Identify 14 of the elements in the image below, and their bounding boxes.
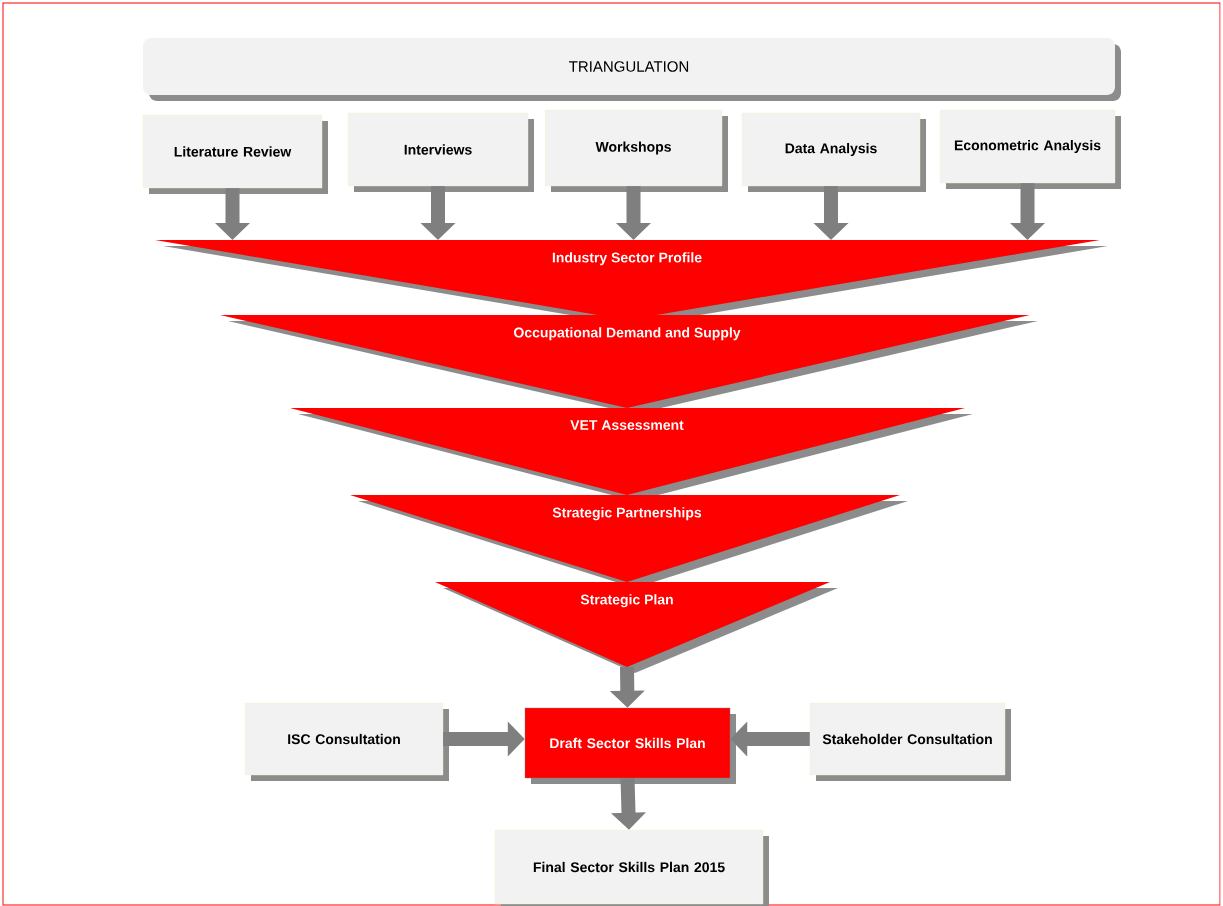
process-box: Data Analysis bbox=[741, 112, 926, 192]
process-box: Draft Sector Skills Plan bbox=[524, 707, 736, 784]
process-box: Final Sector Skills Plan 2015 bbox=[494, 829, 769, 906]
process-box: Econometric Analysis bbox=[939, 109, 1121, 189]
process-box: Stakeholder Consultation bbox=[809, 702, 1011, 781]
heading-band: TRIANGULATION bbox=[143, 38, 1121, 101]
process-box: Workshops bbox=[544, 109, 728, 192]
funnel-triangle: Strategic Plan bbox=[435, 582, 838, 673]
funnel-triangle: Occupational Demand and Supply bbox=[220, 315, 1038, 414]
process-box: Literature Review bbox=[142, 114, 328, 194]
process-box: ISC Consultation bbox=[244, 702, 449, 781]
funnel-triangle: Strategic Partnerships bbox=[350, 495, 908, 588]
funnel-triangle: VET Assessment bbox=[290, 408, 973, 501]
process-box: Interviews bbox=[347, 112, 534, 192]
